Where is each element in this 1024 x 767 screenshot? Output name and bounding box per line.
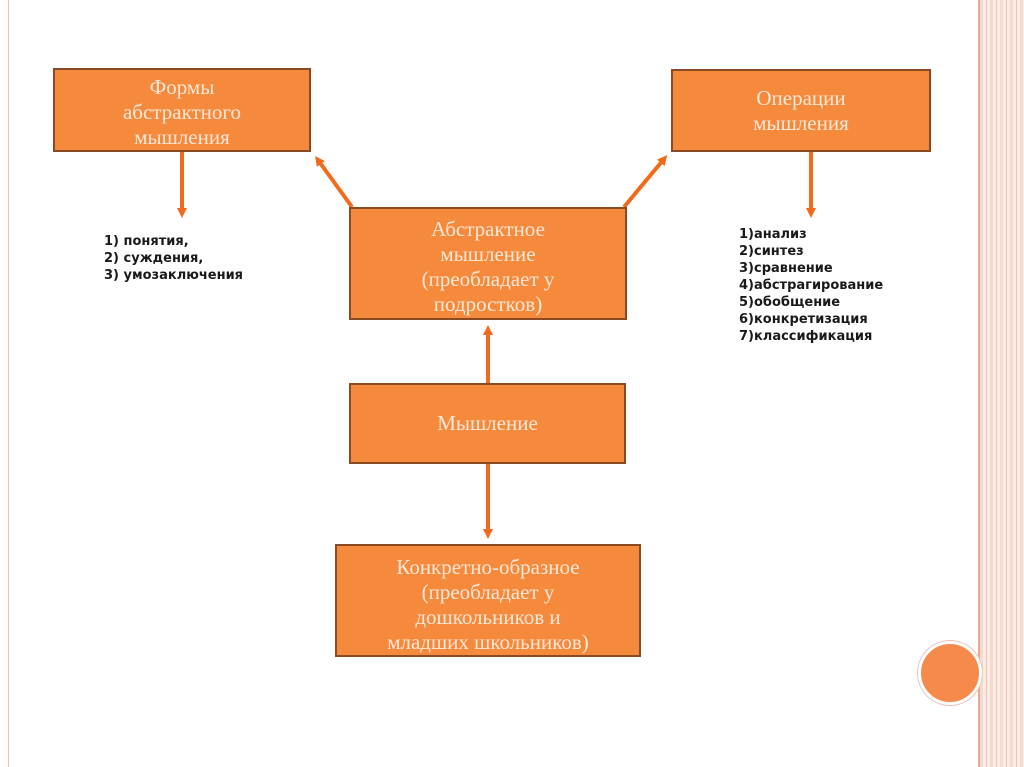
operations-list-item: 4)абстрагирование [739, 278, 884, 293]
box-abstract-label: Абстрактное мышление (преобладает у подр… [421, 216, 555, 316]
operations-list-item: 2)синтез [739, 244, 804, 259]
box-thinking-operations: Операции мышления [671, 69, 931, 152]
operations-list: 1)анализ 2)синтез 3)сравнение 4)абстраги… [739, 226, 883, 345]
frame-stripes [980, 0, 1024, 767]
decorative-circle [918, 641, 982, 705]
operations-list-item: 6)конкретизация [739, 312, 868, 327]
box-forms-label: Формы абстрактного мышления [122, 74, 241, 149]
box-thinking: Мышление [349, 383, 626, 464]
arrow-abstract-to-operations [622, 155, 668, 209]
forms-list-item: 3) умозаключения [104, 268, 244, 283]
box-concrete-label: Конкретно-образное (преобладает у дошкол… [387, 554, 589, 654]
box-concrete-thinking: Конкретно-образное (преобладает у дошкол… [335, 544, 641, 657]
forms-list-item: 2) суждения, [104, 251, 204, 266]
operations-list-item: 3)сравнение [739, 261, 833, 276]
box-thinking-label: Мышление [437, 411, 538, 435]
operations-list-item: 7)классификация [739, 329, 873, 344]
box-operations-label: Операции мышления [753, 85, 849, 135]
frame-left-line [8, 0, 9, 767]
forms-list: 1) понятия, 2) суждения, 3) умозаключени… [104, 233, 243, 284]
arrow-abstract-to-forms [315, 155, 354, 209]
box-abstract-thinking: Абстрактное мышление (преобладает у подр… [349, 207, 627, 320]
operations-list-item: 5)обобщение [739, 295, 841, 310]
operations-list-item: 1)анализ [739, 227, 807, 242]
box-forms-of-abstract-thinking: Формы абстрактного мышления [53, 68, 311, 152]
frame-stripe-edge [978, 0, 980, 767]
forms-list-item: 1) понятия, [104, 234, 189, 249]
